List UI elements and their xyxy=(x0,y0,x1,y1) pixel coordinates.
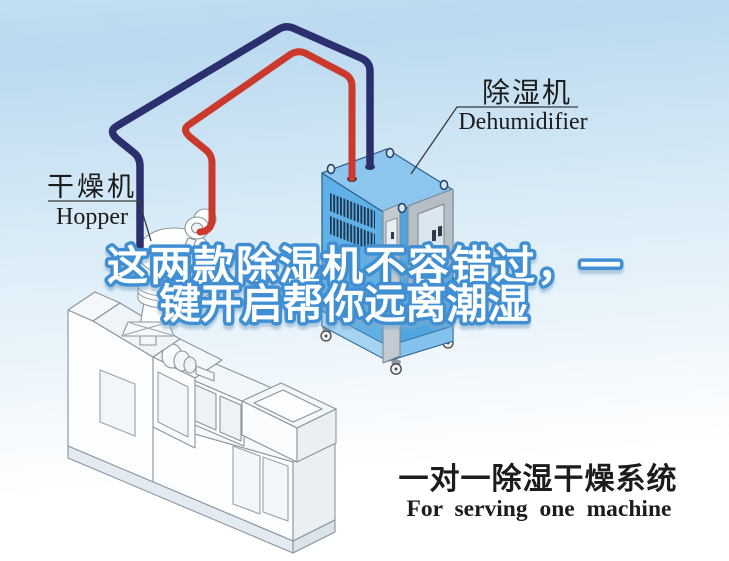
mid-door xyxy=(157,371,189,438)
machine-base-band-right xyxy=(292,519,336,554)
dry-air-pipe xyxy=(182,48,356,236)
hopper-mount-foot xyxy=(139,335,157,346)
hood-right-face xyxy=(296,408,337,463)
hopper-callout: 干燥机 Hopper xyxy=(47,172,152,242)
hood-top-frame xyxy=(253,389,323,423)
dehumidifier-label-en: Dehumidifier xyxy=(458,109,587,135)
hopper-label-en: Hopper xyxy=(56,204,128,230)
barrel-connector xyxy=(195,365,215,382)
lifting-rings xyxy=(326,147,449,214)
extruder-machine xyxy=(67,208,337,554)
guard-window xyxy=(219,395,242,442)
cabinet-door xyxy=(99,369,136,437)
machine-door xyxy=(232,445,261,515)
hopper-label-zh: 干燥机 xyxy=(47,172,137,202)
side-panel-latch xyxy=(432,229,436,242)
hopper-ring-line xyxy=(137,285,211,303)
hopper-mount-x xyxy=(123,322,173,336)
barrel-ring xyxy=(183,356,197,374)
vent-grille xyxy=(330,193,375,229)
blower-foot xyxy=(183,237,197,251)
dehumidifier-callout: 除湿机 Dehumidifier xyxy=(410,77,588,175)
caption-zh: 一对一除湿干燥系统 xyxy=(399,462,678,496)
vent-grille xyxy=(330,216,375,252)
hopper-mount-plate xyxy=(121,321,175,337)
caption-en: For serving one machine xyxy=(407,496,672,522)
channel-latch xyxy=(391,232,394,239)
dehumidifier-label-zh: 除湿机 xyxy=(482,77,572,108)
dehumidifier-leader-line xyxy=(410,106,578,175)
hopper-leader-line xyxy=(48,200,152,242)
system-caption: 一对一除湿干燥系统 For serving one machine xyxy=(399,462,678,522)
machine-door xyxy=(262,456,289,522)
title-line-2: 键开启帮你远离潮湿 xyxy=(160,281,529,327)
side-panel-latch xyxy=(438,225,442,237)
dehumidifier-machine xyxy=(320,147,454,375)
air-pipes xyxy=(108,22,374,251)
title-line-1: 这两款除湿机不容错过，一 xyxy=(107,243,623,289)
main-title: 这两款除湿机不容错过，一 键开启帮你远离潮湿 xyxy=(104,240,625,331)
return-air-pipe xyxy=(108,22,374,251)
side-panel-door xyxy=(417,203,445,273)
